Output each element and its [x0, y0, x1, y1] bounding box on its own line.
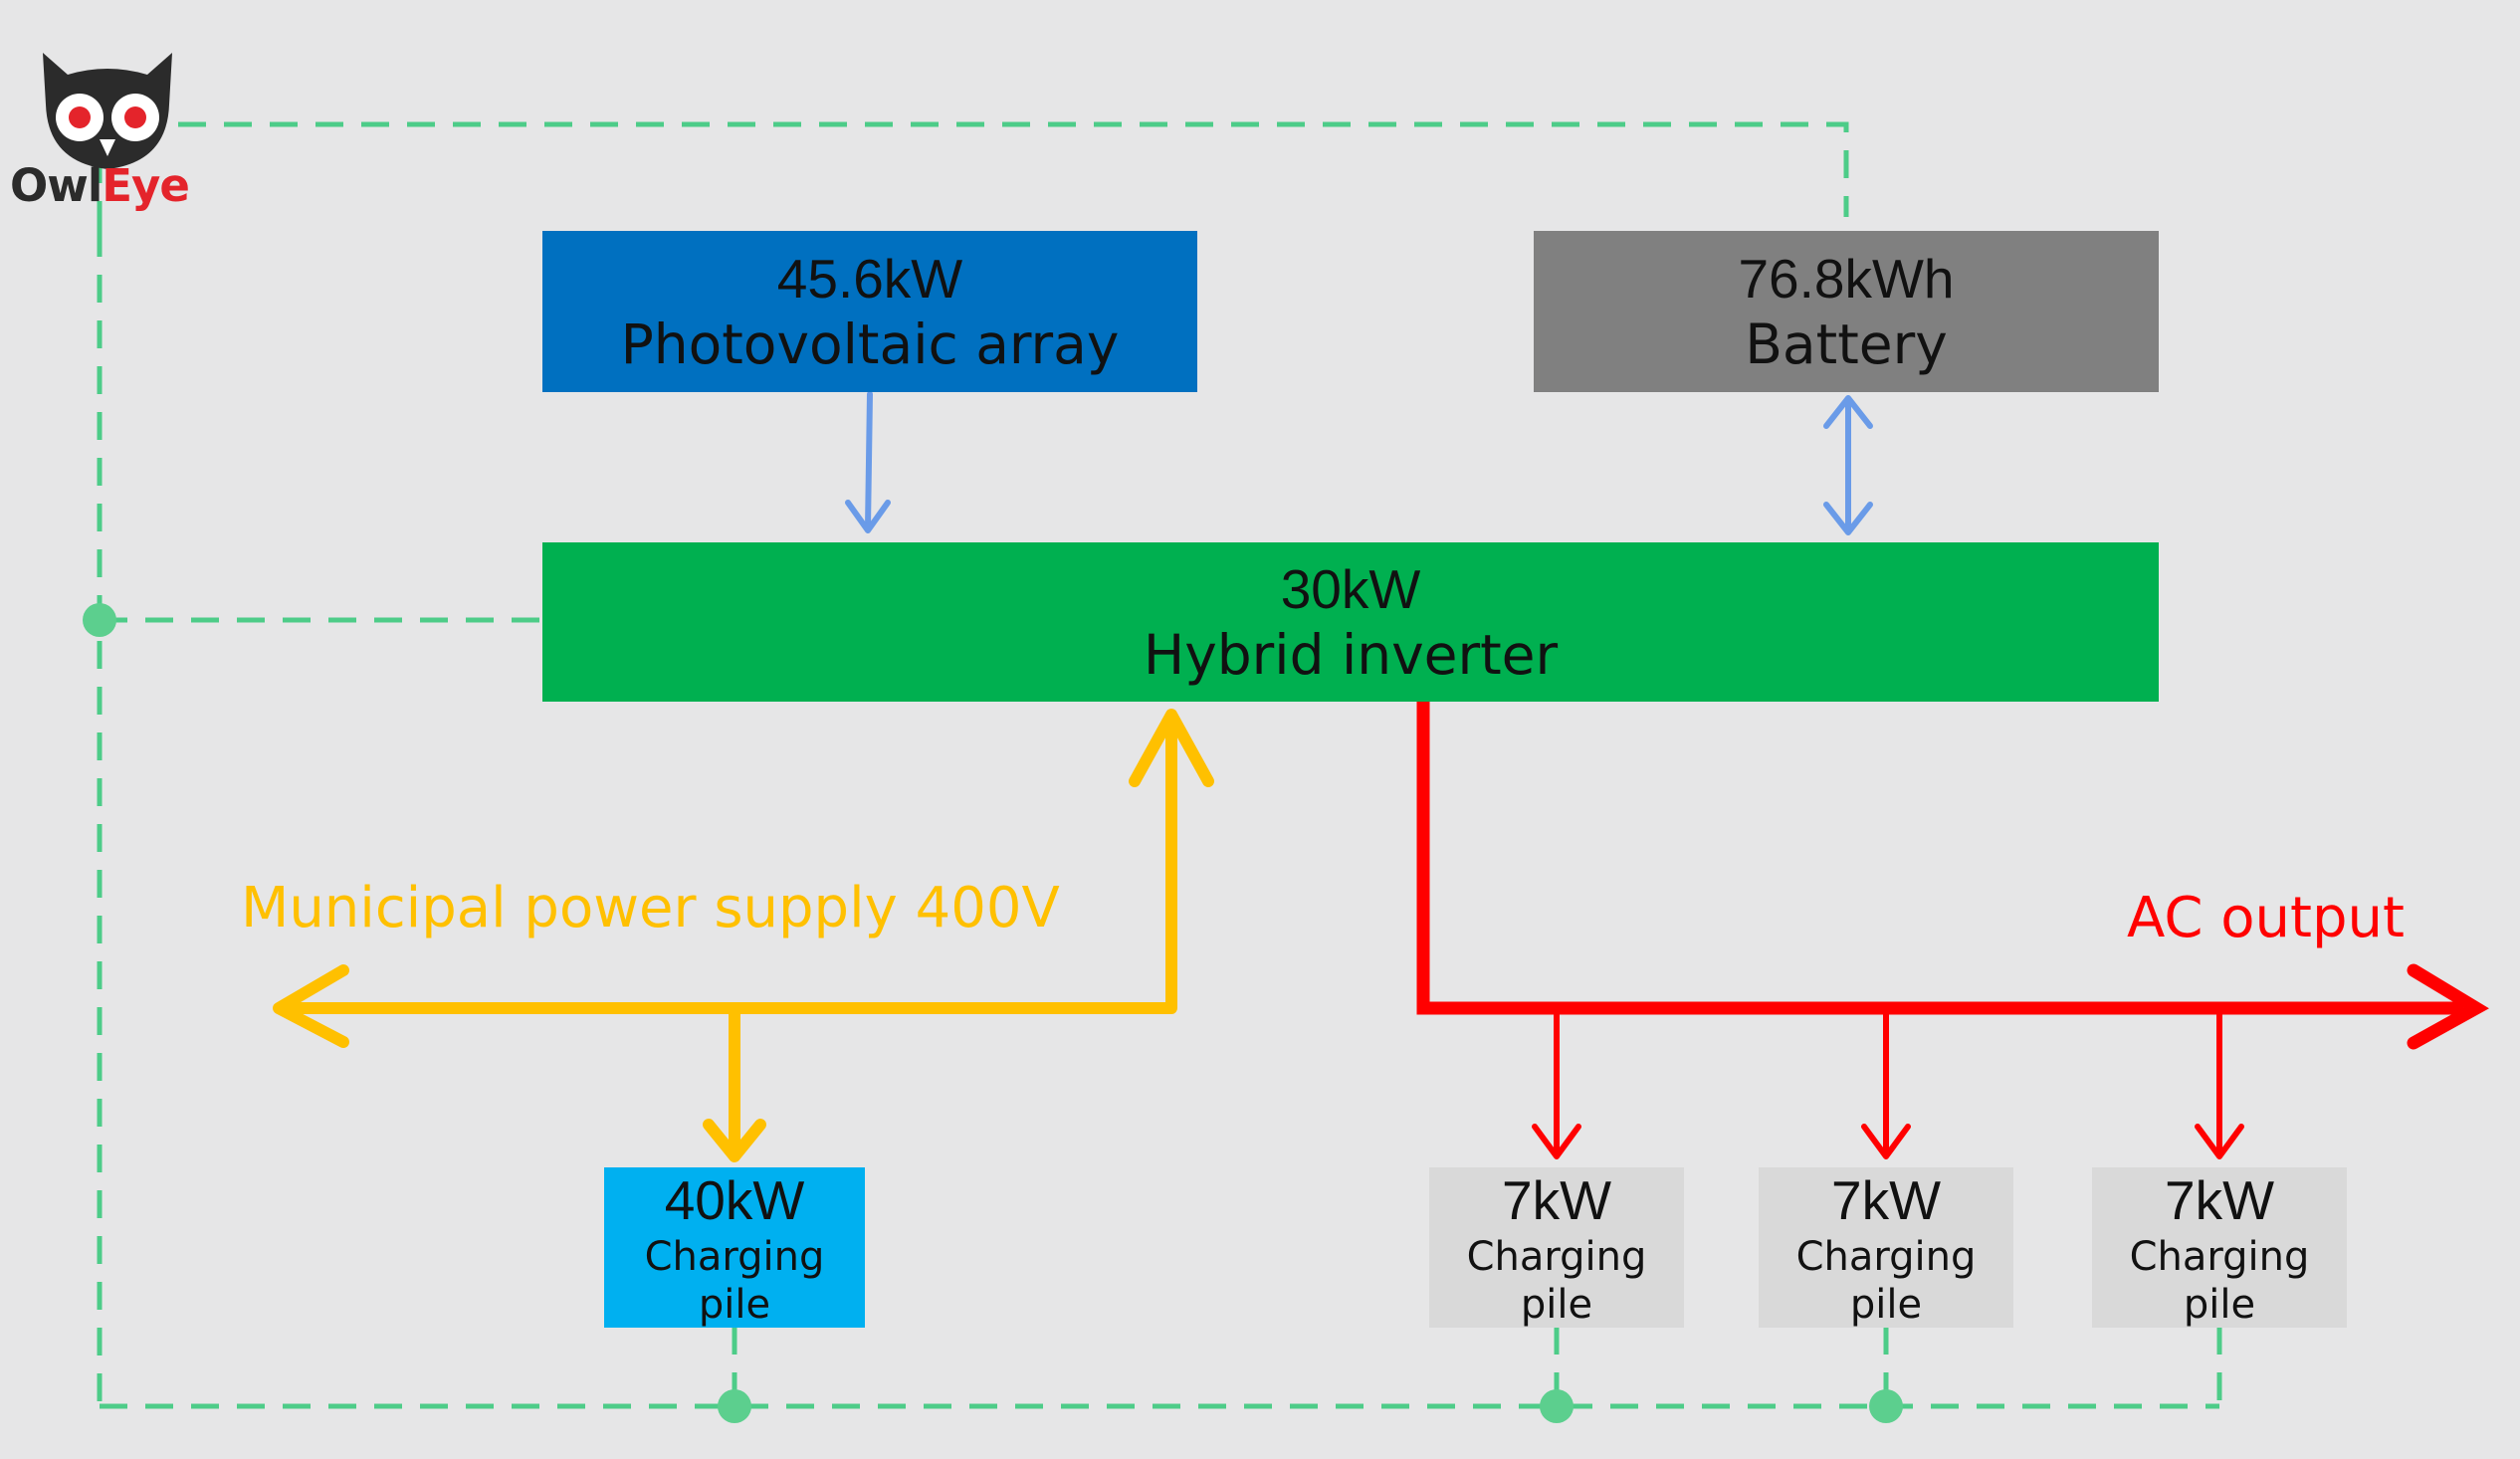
charging-pile-grid-box: 40kW Charging pile [604, 1167, 865, 1328]
pv-arrow-head [845, 500, 891, 533]
comm-node-pile-grid [718, 1389, 751, 1423]
grid-main-line [283, 711, 1177, 1014]
comm-node-inverter [83, 603, 116, 637]
grid-arrow-head-left [273, 964, 349, 1048]
ac-to-pile-2-arrow-head [1861, 1124, 1911, 1159]
municipal-supply-label: Municipal power supply 400V [241, 876, 1060, 940]
pile-ac-1-value: 7kW [1502, 1168, 1611, 1231]
pile-ac-1-label: Charging pile [1466, 1233, 1647, 1328]
pile-ac-3-value: 7kW [2165, 1168, 2274, 1231]
ac-main-line [1416, 702, 2463, 1015]
battery-arrow-head-up [1823, 395, 1873, 429]
owl-icon [43, 53, 172, 169]
inverter-value: 30kW [1280, 558, 1421, 620]
dc-arrows [845, 391, 1873, 535]
comm-line-top [97, 121, 1849, 229]
brand-logo-text: OwlEye [10, 159, 190, 212]
ac-lines [1416, 702, 2489, 1050]
inverter-label: Hybrid inverter [1143, 623, 1559, 687]
pv-array-label: Photovoltaic array [620, 313, 1120, 376]
charging-pile-ac-3-box: 7kW Charging pile [2092, 1167, 2347, 1328]
ac-to-pile-3-arrow-head [2195, 1124, 2244, 1159]
comm-node-pile-ac-1 [1540, 1389, 1574, 1423]
ac-drop-lines [1532, 1005, 2244, 1159]
ac-output-label: AC output [2127, 886, 2405, 950]
brand-owl: Owl [10, 159, 103, 212]
battery-label: Battery [1745, 313, 1948, 376]
grid-lines [273, 709, 1214, 1162]
comm-node-pile-ac-2 [1869, 1389, 1903, 1423]
comm-nodes [83, 603, 1903, 1423]
pv-array-value: 45.6kW [776, 248, 963, 310]
battery-arrow-head-down [1823, 502, 1873, 535]
pile-ac-2-label: Charging pile [1795, 1233, 1977, 1328]
charging-pile-ac-2-box: 7kW Charging pile [1759, 1167, 2013, 1328]
charging-pile-ac-1-box: 7kW Charging pile [1429, 1167, 1684, 1328]
battery-value: 76.8kWh [1738, 248, 1955, 310]
ac-arrow-head-right [2407, 963, 2489, 1050]
grid-to-pile-arrow-head [703, 1119, 766, 1162]
hybrid-inverter-box: 30kW Hybrid inverter [542, 542, 2159, 702]
ac-to-pile-1-arrow-head [1532, 1124, 1581, 1159]
brand-eye: Eye [102, 159, 190, 212]
communication-network [97, 121, 2222, 1409]
pv-array-box: 45.6kW Photovoltaic array [542, 231, 1197, 392]
pile-grid-label: Charging pile [644, 1233, 825, 1328]
pile-ac-3-label: Charging pile [2129, 1233, 2310, 1328]
grid-arrow-head-inverter [1129, 709, 1214, 787]
pile-grid-value: 40kW [664, 1168, 805, 1231]
pv-to-inverter-arrow [865, 391, 873, 530]
pile-ac-2-value: 7kW [1831, 1168, 1941, 1231]
battery-box: 76.8kWh Battery [1534, 231, 2159, 392]
